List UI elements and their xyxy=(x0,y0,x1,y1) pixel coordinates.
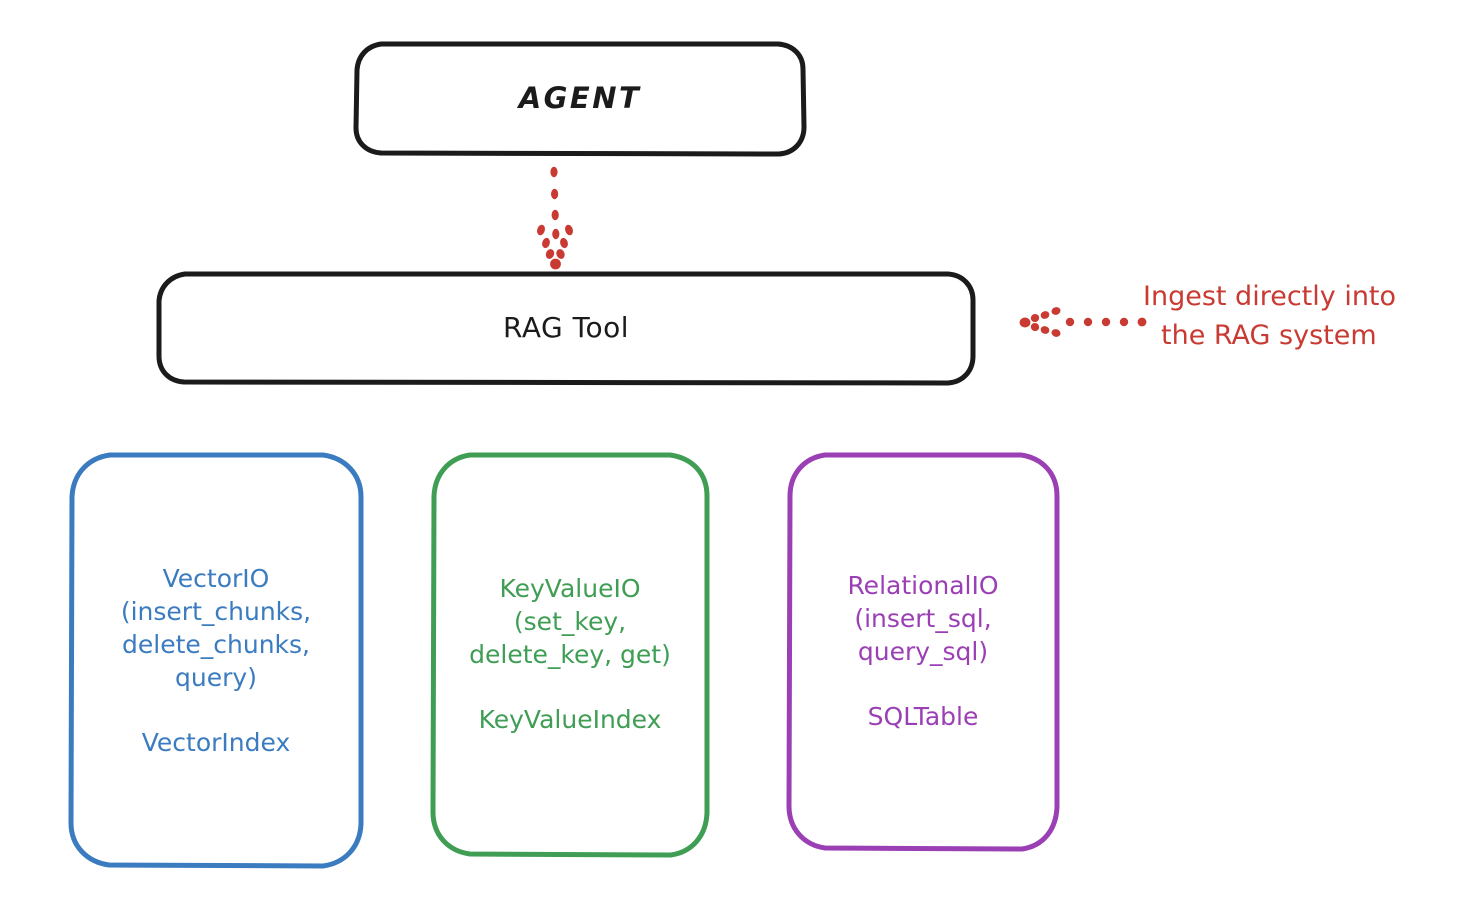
ingest-annotation-arrow xyxy=(1019,307,1147,337)
relational-io-signature-line-2: query_sql) xyxy=(857,637,989,666)
relational-io-title: RelationalIO xyxy=(847,571,999,600)
agent-label: AGENT xyxy=(518,81,642,115)
key-value-io-index: KeyValueIndex xyxy=(478,705,662,734)
vector-io-node[interactable]: VectorIO (insert_chunks, delete_chunks, … xyxy=(66,450,366,870)
key-value-io-title: KeyValueIO xyxy=(499,574,641,603)
rag-tool-node[interactable]: RAG Tool xyxy=(155,270,977,386)
key-value-io-signature-line-1: (set_key, xyxy=(513,607,627,636)
vector-io-signature-line-3: query) xyxy=(175,662,257,692)
vector-io-title: VectorIO xyxy=(162,563,270,593)
agent-node[interactable]: AGENT xyxy=(353,40,807,157)
vector-io-signature-line-1: (insert_chunks, xyxy=(120,596,312,626)
agent-to-rag-tool-arrow xyxy=(537,166,573,270)
vector-io-signature-line-2: delete_chunks, xyxy=(122,629,310,659)
relational-io-signature-line-1: (insert_sql, xyxy=(854,604,992,633)
relational-io-node[interactable]: RelationalIO (insert_sql, query_sql) SQL… xyxy=(784,450,1062,852)
key-value-io-node[interactable]: KeyValueIO (set_key, delete_key, get) Ke… xyxy=(428,450,712,858)
ingest-annotation-line-2: the RAG system xyxy=(1161,320,1377,352)
key-value-io-signature-line-2: delete_key, get) xyxy=(469,640,671,669)
vector-io-index: VectorIndex xyxy=(141,727,291,757)
relational-io-index: SQLTable xyxy=(867,702,979,731)
ingest-annotation-text: Ingest directly into the RAG system xyxy=(1143,277,1473,355)
ingest-annotation-line-1: Ingest directly into xyxy=(1143,281,1397,312)
rag-tool-label: RAG Tool xyxy=(503,311,629,344)
